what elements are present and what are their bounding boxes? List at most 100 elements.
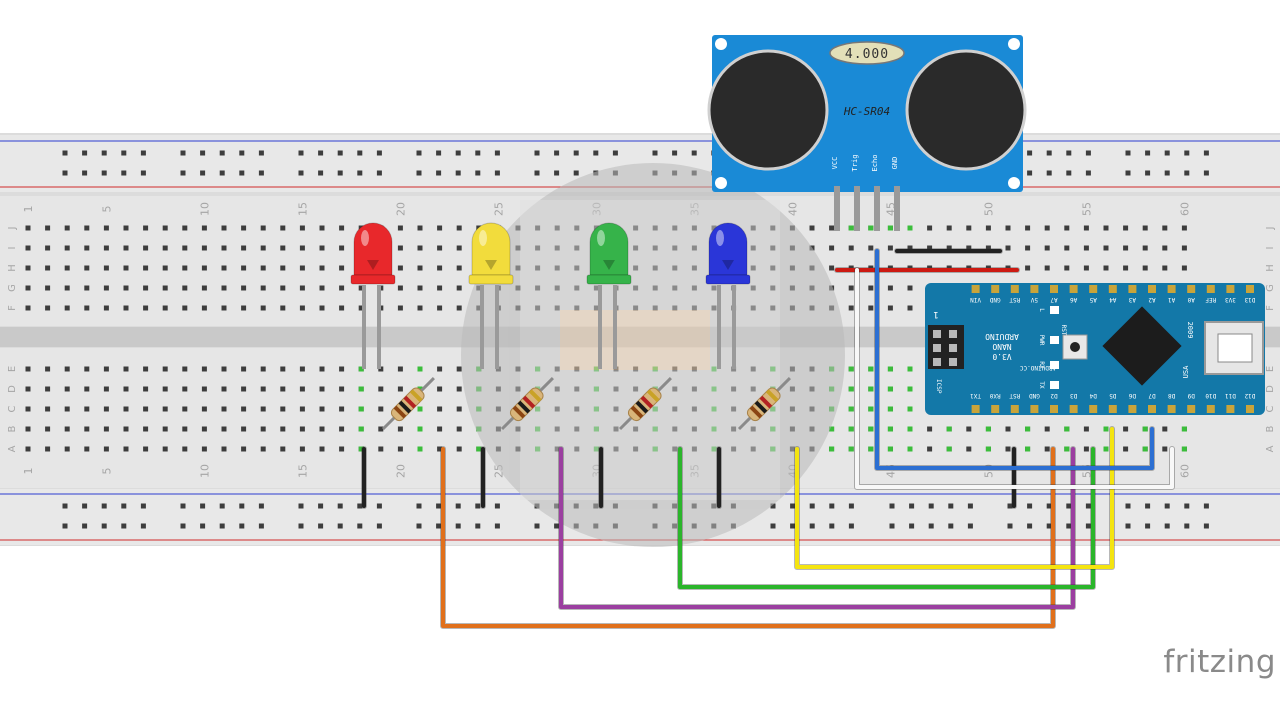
- terminal-hole: [84, 305, 90, 311]
- arduino-bottom-pin-label: D2: [1050, 392, 1058, 399]
- arduino-top-pin-label: A3: [1128, 296, 1136, 303]
- sensor-pin-label: Trig: [851, 155, 859, 172]
- terminal-hole: [887, 245, 893, 251]
- connected-hole: [829, 426, 835, 432]
- rail-hole: [121, 170, 127, 176]
- arduino-bottom-pin: [1089, 405, 1098, 413]
- icsp-pin: [949, 344, 957, 352]
- row-letter-left: F: [7, 305, 18, 311]
- arduino-top-pin-label: VIN: [970, 296, 981, 303]
- rail-hole: [436, 503, 442, 509]
- resistor-band: [630, 405, 644, 419]
- status-led-label: TX: [1038, 381, 1045, 389]
- column-number-bottom: 20: [394, 464, 407, 478]
- arduino-label-1: ARDUINO: [985, 332, 1019, 341]
- led-lead-cathode: [598, 285, 602, 369]
- rail-hole: [258, 150, 264, 156]
- terminal-hole: [456, 426, 462, 432]
- terminal-hole: [280, 225, 286, 231]
- led-die: [722, 260, 734, 270]
- rail-hole: [357, 170, 363, 176]
- terminal-hole: [1162, 225, 1168, 231]
- arduino-top-pin-label: A6: [1070, 296, 1078, 303]
- sensor-pin-label: VCC: [831, 157, 839, 170]
- terminal-hole: [437, 225, 443, 231]
- rail-hole: [376, 170, 382, 176]
- terminal-hole: [241, 426, 247, 432]
- terminal-hole: [25, 386, 31, 392]
- connected-hole: [887, 406, 893, 412]
- rail-hole: [337, 150, 343, 156]
- arduino-bottom-pin-label: D12: [1244, 392, 1255, 399]
- terminal-hole: [927, 245, 933, 251]
- terminal-hole: [241, 265, 247, 271]
- led-red: [350, 222, 396, 369]
- terminal-hole: [829, 225, 835, 231]
- led-blue: [705, 222, 751, 369]
- terminal-hole: [1123, 225, 1129, 231]
- terminal-hole: [182, 426, 188, 432]
- terminal-hole: [437, 285, 443, 291]
- terminal-hole: [123, 265, 129, 271]
- terminal-hole: [182, 446, 188, 452]
- rail-hole: [239, 170, 245, 176]
- terminal-hole: [319, 225, 325, 231]
- terminal-hole: [358, 285, 364, 291]
- rail-hole: [318, 523, 324, 529]
- terminal-hole: [103, 285, 109, 291]
- resistor-band: [759, 395, 773, 409]
- rail-hole: [1145, 150, 1151, 156]
- arduino-bottom-pin-label: TX1: [970, 392, 981, 399]
- terminal-hole: [1083, 446, 1089, 452]
- arduino-top-pin-label: 3V3: [1225, 296, 1236, 303]
- column-number-bottom: 5: [100, 468, 113, 475]
- terminal-hole: [299, 386, 305, 392]
- terminal-hole: [201, 426, 207, 432]
- arduino-year: 2009: [1186, 322, 1194, 339]
- arduino-bottom-pin-label: D4: [1089, 392, 1097, 399]
- led-body: [708, 222, 748, 276]
- rail-hole: [593, 150, 599, 156]
- terminal-hole: [339, 225, 345, 231]
- terminal-hole: [417, 305, 423, 311]
- rail-hole: [416, 523, 422, 529]
- connected-hole: [887, 386, 893, 392]
- terminal-hole: [1025, 225, 1031, 231]
- terminal-hole: [64, 366, 70, 372]
- column-number-bottom: 10: [198, 464, 211, 478]
- rail-hole: [298, 170, 304, 176]
- rail-hole: [121, 150, 127, 156]
- rail-hole: [829, 523, 835, 529]
- terminal-hole: [829, 245, 835, 251]
- led-highlight: [361, 230, 369, 246]
- terminal-hole: [123, 406, 129, 412]
- connected-hole: [358, 366, 364, 372]
- connected-hole: [848, 426, 854, 432]
- terminal-hole: [946, 225, 952, 231]
- watermark-circle: [461, 163, 845, 547]
- rail-hole: [1125, 503, 1131, 509]
- rail-hole: [82, 170, 88, 176]
- rail-hole: [82, 150, 88, 156]
- column-number-top: 1: [22, 206, 35, 213]
- column-number-top: 40: [786, 202, 799, 216]
- rail-hole: [101, 170, 107, 176]
- rail-hole: [62, 170, 68, 176]
- rail-hole: [1027, 150, 1033, 156]
- rail-hole: [967, 523, 973, 529]
- connected-hole: [417, 406, 423, 412]
- terminal-hole: [1044, 426, 1050, 432]
- terminal-hole: [260, 305, 266, 311]
- terminal-hole: [143, 265, 149, 271]
- rail-hole: [180, 503, 186, 509]
- rail-hole: [219, 523, 225, 529]
- rail-hole: [416, 170, 422, 176]
- connected-hole: [1142, 426, 1148, 432]
- terminal-hole: [417, 245, 423, 251]
- rail-hole: [239, 150, 245, 156]
- terminal-hole: [221, 285, 227, 291]
- rail-hole: [357, 150, 363, 156]
- terminal-hole: [182, 406, 188, 412]
- terminal-hole: [25, 446, 31, 452]
